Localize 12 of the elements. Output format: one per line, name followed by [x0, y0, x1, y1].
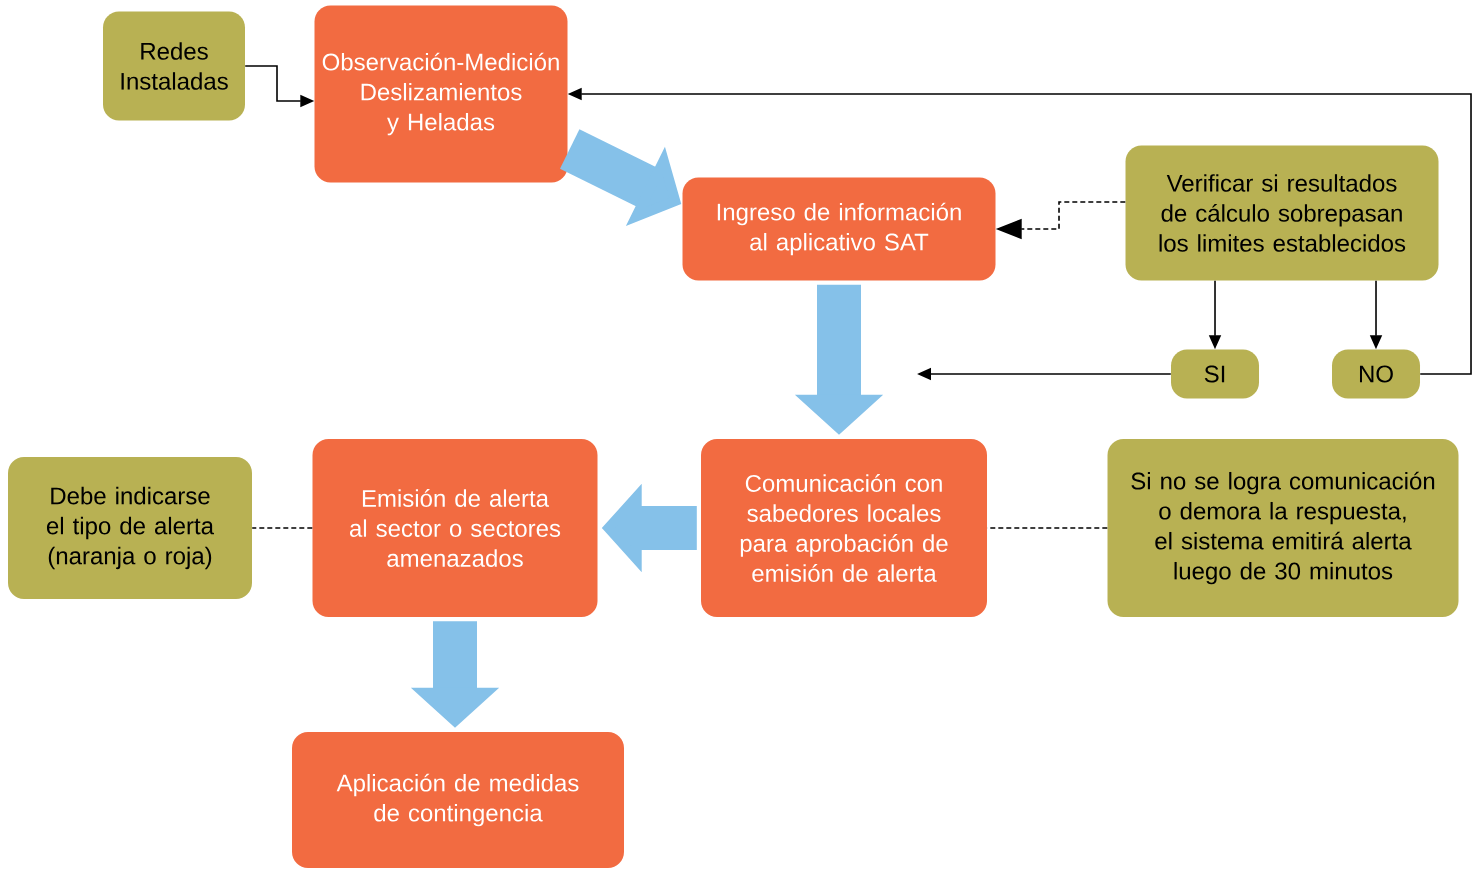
- process-box: Ingreso de información al aplicativo SAT: [682, 177, 996, 281]
- process-box: Comunicación con sabedores locales para aprobación de emisión de alerta: [701, 439, 987, 617]
- process-box: Aplicación de medidas de contingencia: [292, 732, 624, 868]
- note-box: Redes Instaladas: [103, 11, 245, 121]
- process-box: Observación-Medición Deslizamientos y Heladas: [314, 5, 568, 183]
- note-box: Debe indicarse el tipo de alerta (naranja o roja): [8, 457, 252, 599]
- note-box: Si no se logra comunicación o demora la respuesta, el sistema emitirá alerta luego de 30 minutos: [1107, 439, 1459, 617]
- note-box: Verificar si resultados de cálculo sobrepasan los limites establecidos: [1125, 145, 1439, 281]
- process-box: Emisión de alerta al sector o sectores amenazados: [312, 439, 598, 617]
- dashed-line: [251, 527, 314, 529]
- option-box: NO: [1332, 349, 1420, 399]
- option-box: SI: [1171, 349, 1259, 399]
